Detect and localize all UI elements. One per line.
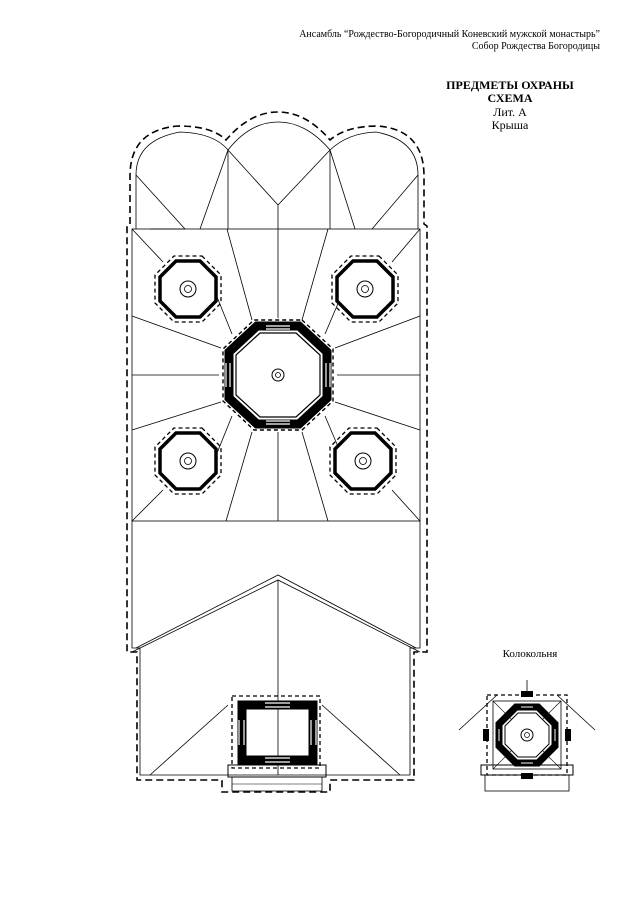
ensemble-name: Ансамбль “Рождество-Богородичный Коневск… <box>299 29 600 40</box>
drawing-letter: Лит. А <box>493 105 527 119</box>
roof-ribs <box>131 228 421 522</box>
corner-drum-nw <box>154 255 222 323</box>
corner-drum-ne <box>331 255 399 323</box>
drawing-title: ПРЕДМЕТЫ ОХРАНЫ <box>446 78 574 92</box>
central-drum <box>222 319 334 431</box>
belltower-base <box>227 695 327 792</box>
corner-drum-sw <box>154 427 222 495</box>
belltower-detail <box>458 680 596 792</box>
drawing-type: СХЕМА <box>487 91 533 105</box>
drawing-subject: Крыша <box>491 118 529 132</box>
belltower-label: Колокольня <box>502 648 558 660</box>
corner-drum-se <box>329 427 397 495</box>
protection-boundary <box>126 111 428 793</box>
cathedral-name: Собор Рождества Богородицы <box>471 41 600 52</box>
gable-roof <box>131 574 421 776</box>
apse-ribs <box>135 149 419 230</box>
